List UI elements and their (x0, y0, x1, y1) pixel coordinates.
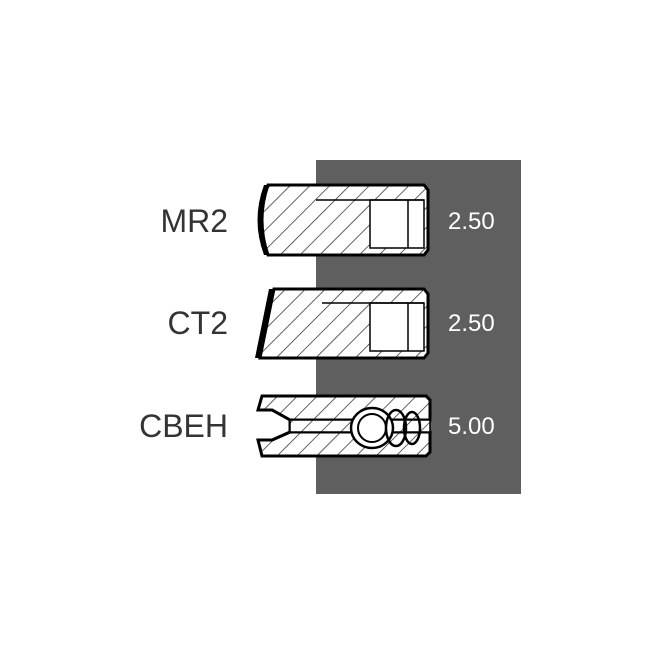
ring-ct2: CT2 2.50 (168, 287, 495, 360)
ring-mr2: MR2 2.50 (160, 183, 495, 257)
ring-mr2-code: MR2 (160, 203, 228, 239)
ring-ct2-code: CT2 (168, 305, 228, 341)
ring-mr2-face-shadow (257, 185, 268, 255)
ring-cbeh-code: CBEH (139, 408, 228, 444)
ring-ct2-width: 2.50 (448, 310, 495, 337)
ring-mr2-gap-insert (369, 199, 425, 249)
ring-cbeh-coil-3 (402, 410, 422, 446)
ring-mr2-width: 2.50 (448, 208, 495, 235)
ring-cbeh-width: 5.00 (448, 413, 495, 440)
ring-ct2-gap-insert (369, 302, 425, 352)
ring-cbeh-coil-2 (384, 408, 408, 448)
ring-ct2-face-shadow (255, 289, 274, 358)
ring-cbeh: CBEH 5.00 (139, 394, 495, 458)
